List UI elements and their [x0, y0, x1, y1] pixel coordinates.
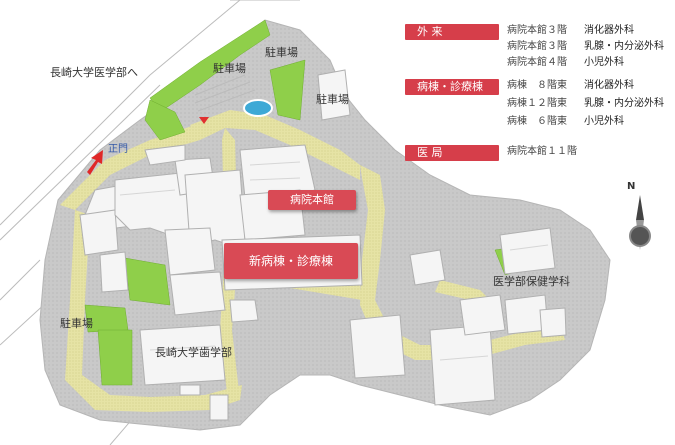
parking-top-stripes	[194, 74, 256, 112]
legend-place: 病院本館３階	[507, 41, 567, 52]
label-parking-top-2: 駐車場	[265, 46, 298, 59]
compass-icon	[629, 195, 651, 250]
label-hospital-main-building[interactable]: 病院本館	[268, 190, 356, 210]
legend-dept: 乳腺・内分泌外科	[584, 98, 664, 109]
legend-dept: 消化器外科	[584, 80, 634, 91]
legend-place: 病院本館４階	[507, 57, 567, 68]
label-parking-left: 駐車場	[60, 317, 93, 330]
main-gate-arrow-icon	[87, 150, 103, 175]
legend-tag-outpatient: 外 来	[405, 24, 499, 40]
roof-details	[119, 161, 549, 361]
label-parking-right: 駐車場	[316, 93, 349, 106]
legend-tag-ward: 病棟・診療棟	[405, 79, 499, 95]
legend-place: 病棟 ６階東	[507, 116, 567, 127]
legend-dept: 消化器外科	[584, 25, 634, 36]
outer-streets	[0, 0, 300, 445]
label-health-sciences: 医学部保健学科	[493, 275, 570, 288]
legend-tag-medical-office: 医 局	[405, 145, 499, 161]
legend-dept: 小児外科	[584, 57, 624, 68]
label-main-gate: 正門	[108, 144, 128, 155]
legend-place: 病棟１２階東	[507, 98, 567, 109]
legend-place: 病院本館３階	[507, 25, 567, 36]
label-dental-school: 長崎大学歯学部	[155, 346, 232, 359]
legend-place: 病棟 ８階東	[507, 80, 567, 91]
pond	[243, 99, 273, 117]
legend-place: 病院本館１１階	[507, 146, 577, 157]
location-marker-icon	[199, 117, 209, 124]
buildings	[79, 69, 567, 421]
legend-dept: 小児外科	[584, 116, 624, 127]
legend-dept: 乳腺・内分泌外科	[584, 41, 664, 52]
label-parking-top-1: 駐車場	[213, 62, 246, 75]
label-new-ward-clinic[interactable]: 新病棟・診療棟	[224, 243, 358, 279]
label-nagasaki-medicine: 長崎大学医学部へ	[50, 66, 138, 79]
label-north: N	[627, 181, 636, 192]
